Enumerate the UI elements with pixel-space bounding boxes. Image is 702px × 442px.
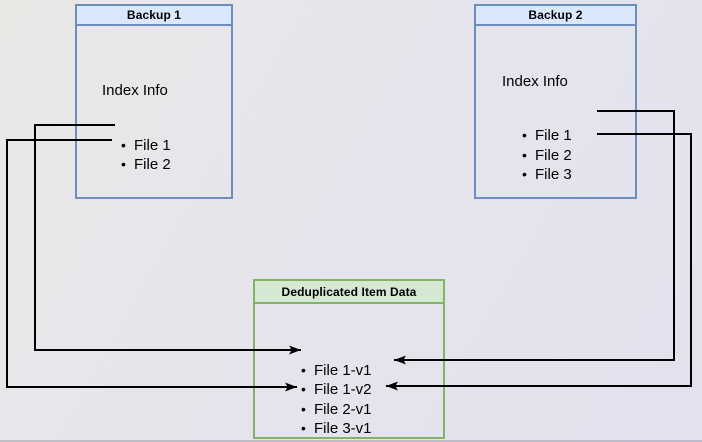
list-item: File 2-v1 [301, 400, 372, 419]
backup1-file-list: File 1 File 2 [121, 136, 171, 174]
list-item: File 1-v2 [301, 380, 372, 399]
backup2-title: Backup 2 [476, 6, 635, 26]
list-item: File 1-v1 [301, 361, 372, 380]
bullet-icon [522, 165, 535, 185]
list-item: File 1 [121, 136, 171, 155]
dedup-file-3v1: File 3-v1 [314, 420, 372, 438]
backup1-file-2: File 2 [134, 156, 171, 173]
backup2-index-info-label: Index Info [502, 73, 568, 90]
backup1-box: Backup 1 Index Info File 1 File 2 [75, 4, 233, 199]
bullet-icon [522, 126, 535, 146]
backup1-title: Backup 1 [77, 6, 231, 26]
dedup-file-1v2: File 1-v2 [314, 381, 372, 399]
bullet-icon [121, 155, 134, 174]
dedup-title: Deduplicated Item Data [255, 281, 443, 304]
backup2-file-3: File 3 [535, 166, 572, 183]
backup2-box: Backup 2 Index Info File 1 File 2 File 3 [474, 4, 637, 199]
backup2-file-2: File 2 [535, 146, 572, 164]
bullet-icon [121, 136, 134, 155]
bullet-icon [301, 419, 314, 437]
backup2-file-1: File 1 [535, 127, 572, 144]
dedup-file-2v1: File 2-v1 [314, 400, 372, 418]
bullet-icon [301, 380, 314, 398]
list-item: File 3 [522, 165, 572, 185]
list-item: File 1 [522, 126, 572, 146]
list-item: File 3-v1 [301, 419, 372, 438]
dedup-box: Deduplicated Item Data File 1-v1 File 1-… [253, 279, 445, 439]
list-item: File 2 [121, 155, 171, 174]
dedup-file-1v1: File 1-v1 [314, 362, 372, 379]
bullet-icon [301, 361, 314, 379]
bullet-icon [522, 146, 535, 166]
backup1-index-info-label: Index Info [102, 82, 168, 99]
dedup-file-list: File 1-v1 File 1-v2 File 2-v1 File 3-v1 [301, 361, 372, 439]
backup1-file-1: File 1 [134, 137, 171, 154]
backup2-file-list: File 1 File 2 File 3 [522, 126, 572, 185]
list-item: File 2 [522, 146, 572, 166]
bullet-icon [301, 400, 314, 418]
